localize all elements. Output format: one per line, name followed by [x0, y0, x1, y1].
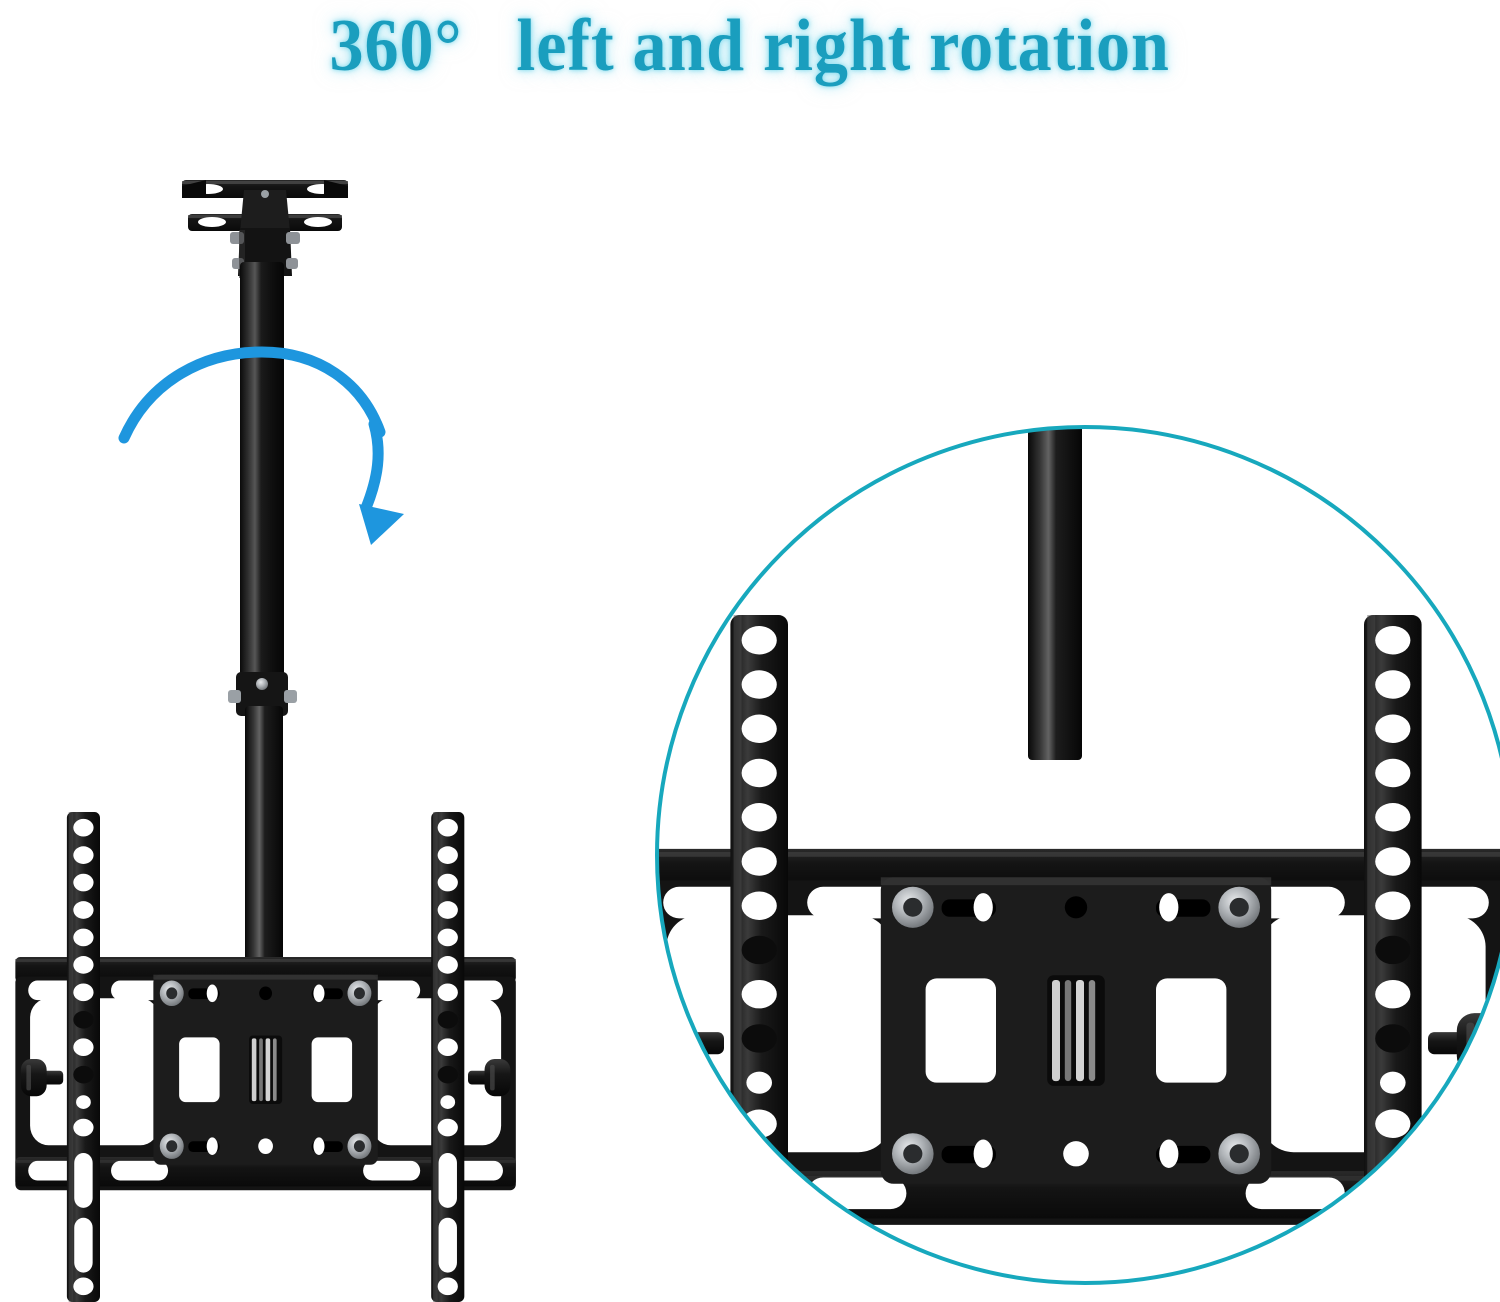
detail-zoom-view — [655, 425, 1500, 1285]
pole-joint — [228, 672, 297, 716]
telescoping-pole-upper — [240, 262, 284, 690]
page-title: 360° left and right rotation — [0, 0, 1500, 92]
telescoping-pole-lower — [245, 706, 283, 968]
ceiling-plate — [182, 180, 348, 232]
rotation-arrow — [118, 346, 404, 545]
magnified-detail-circle-outline — [655, 425, 1500, 1285]
page-title-text: 360° left and right rotation — [329, 5, 1171, 87]
full-product-view — [15, 180, 516, 1302]
detail-pole — [1028, 427, 1082, 760]
